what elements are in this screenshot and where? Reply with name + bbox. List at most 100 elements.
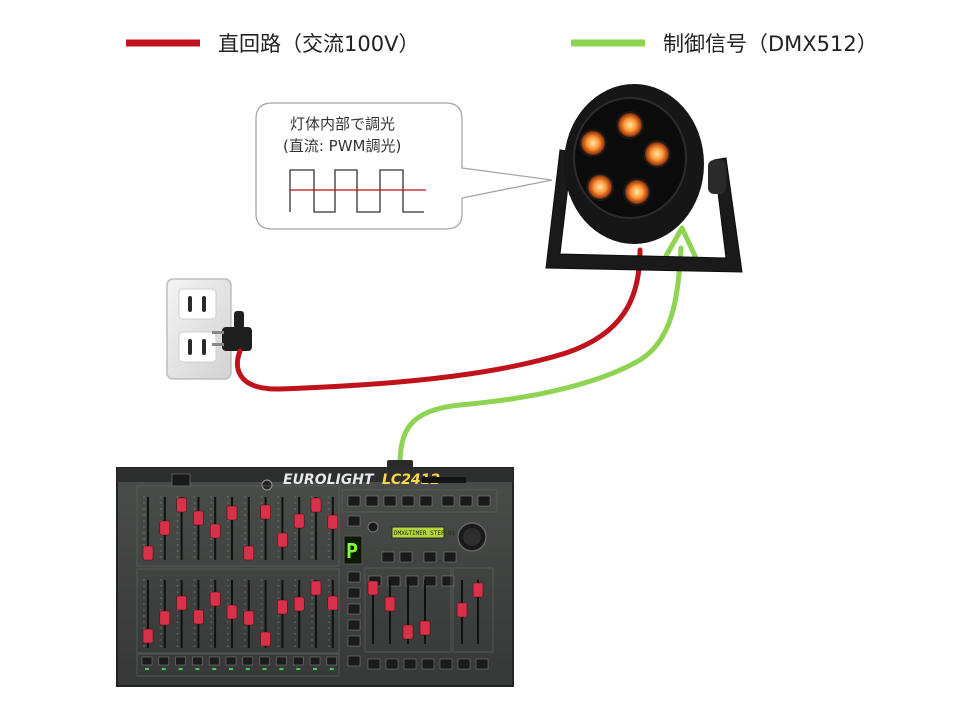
control-button[interactable] bbox=[347, 619, 361, 631]
function-button[interactable] bbox=[403, 658, 417, 670]
master-fader-cap[interactable] bbox=[472, 582, 484, 598]
fader-cap[interactable] bbox=[293, 513, 305, 529]
function-button[interactable] bbox=[457, 658, 471, 670]
bottom-buttons bbox=[367, 658, 489, 670]
fader-cap[interactable] bbox=[243, 545, 255, 561]
flash-led bbox=[195, 668, 200, 670]
master-fader-track bbox=[389, 580, 391, 644]
flash-button[interactable] bbox=[225, 656, 237, 666]
fader-cap[interactable] bbox=[176, 497, 187, 513]
control-button[interactable] bbox=[347, 603, 361, 615]
control-button[interactable] bbox=[419, 495, 433, 507]
fader-cap[interactable] bbox=[327, 595, 339, 611]
flash-button[interactable] bbox=[259, 656, 270, 666]
flash-led bbox=[245, 668, 250, 670]
master-fader-cap[interactable] bbox=[456, 602, 468, 618]
flash-button[interactable] bbox=[192, 656, 203, 666]
control-button[interactable] bbox=[347, 571, 361, 583]
fader-cap[interactable] bbox=[260, 631, 271, 647]
master-fader-cap[interactable] bbox=[384, 596, 396, 612]
control-button[interactable] bbox=[401, 495, 415, 507]
flash-button[interactable] bbox=[292, 656, 304, 666]
control-button[interactable] bbox=[347, 515, 361, 527]
fader-cap[interactable] bbox=[176, 595, 187, 611]
control-button[interactable] bbox=[423, 551, 437, 563]
flash-led bbox=[279, 668, 284, 670]
function-button[interactable] bbox=[421, 658, 435, 670]
flash-button[interactable] bbox=[158, 656, 170, 666]
flash-button[interactable] bbox=[326, 656, 338, 666]
fader-cap[interactable] bbox=[193, 609, 204, 625]
flash-button[interactable] bbox=[276, 656, 287, 666]
control-button[interactable] bbox=[459, 495, 473, 507]
fader-track bbox=[180, 580, 183, 648]
control-button[interactable] bbox=[443, 551, 457, 563]
control-button[interactable] bbox=[399, 551, 413, 563]
function-button[interactable] bbox=[439, 658, 453, 670]
control-button[interactable] bbox=[383, 495, 397, 507]
control-button[interactable] bbox=[387, 575, 401, 587]
control-button[interactable] bbox=[441, 575, 455, 587]
flash-led bbox=[178, 668, 183, 670]
control-button[interactable] bbox=[381, 551, 395, 563]
preset-b-panel bbox=[136, 568, 340, 654]
control-button[interactable] bbox=[405, 575, 419, 587]
plug-prong bbox=[212, 331, 224, 334]
fader-cap[interactable] bbox=[193, 510, 204, 526]
fader-cap[interactable] bbox=[277, 532, 288, 548]
fader-track bbox=[264, 580, 267, 648]
flash-led bbox=[145, 668, 149, 670]
socket-slot bbox=[202, 296, 206, 312]
master-fader-cap[interactable] bbox=[402, 624, 414, 640]
control-button[interactable] bbox=[347, 655, 361, 667]
fader-cap[interactable] bbox=[310, 497, 322, 513]
fader-cap[interactable] bbox=[226, 505, 238, 521]
fader-cap[interactable] bbox=[159, 520, 171, 536]
fader-cap[interactable] bbox=[209, 591, 221, 607]
fader-cap[interactable] bbox=[142, 628, 154, 644]
function-button[interactable] bbox=[367, 658, 381, 670]
function-button[interactable] bbox=[385, 658, 399, 670]
fader-cap[interactable] bbox=[277, 599, 288, 615]
fader-cap[interactable] bbox=[260, 504, 271, 520]
flash-button[interactable] bbox=[141, 656, 153, 666]
control-button[interactable] bbox=[347, 635, 361, 647]
flash-button-row bbox=[136, 653, 340, 677]
function-button[interactable] bbox=[475, 658, 489, 670]
legend: 直回路（交流100V） 制御信号（DMX512） bbox=[126, 32, 878, 56]
master-fader-cap[interactable] bbox=[367, 580, 379, 596]
master-fader-cap[interactable] bbox=[419, 620, 431, 636]
flash-button[interactable] bbox=[309, 656, 321, 666]
control-button[interactable] bbox=[347, 587, 361, 599]
led-emitter bbox=[643, 140, 671, 168]
power-switch bbox=[171, 473, 191, 487]
socket-slot bbox=[202, 339, 206, 355]
fader-cap[interactable] bbox=[142, 545, 154, 561]
control-button[interactable] bbox=[365, 495, 379, 507]
control-button[interactable] bbox=[477, 495, 491, 507]
flash-led bbox=[296, 668, 301, 670]
flash-button[interactable] bbox=[242, 656, 254, 666]
flash-button[interactable] bbox=[208, 656, 220, 666]
dmx-lighting-console: EUROLIGHT LC2412 P DMX&TIMER STEP 01 bbox=[116, 460, 514, 687]
plug-strain-relief bbox=[234, 311, 244, 329]
segment-digit: P bbox=[346, 539, 358, 563]
fader-cap[interactable] bbox=[327, 514, 339, 530]
control-button[interactable] bbox=[441, 495, 455, 507]
control-button[interactable] bbox=[347, 495, 361, 507]
fader-cap[interactable] bbox=[243, 610, 255, 626]
fader-track bbox=[315, 580, 317, 648]
fader-cap[interactable] bbox=[293, 596, 305, 612]
flash-button[interactable] bbox=[175, 656, 186, 666]
preset-a-panel bbox=[136, 485, 340, 567]
console-model: LC2412 bbox=[382, 472, 440, 488]
flash-led bbox=[329, 668, 334, 670]
power-plug bbox=[222, 327, 252, 351]
flash-led bbox=[161, 668, 166, 670]
master-fader-track bbox=[407, 580, 409, 644]
fader-cap[interactable] bbox=[209, 523, 221, 539]
fader-cap[interactable] bbox=[226, 604, 238, 620]
fader-cap[interactable] bbox=[310, 580, 322, 596]
fader-cap[interactable] bbox=[159, 610, 171, 626]
